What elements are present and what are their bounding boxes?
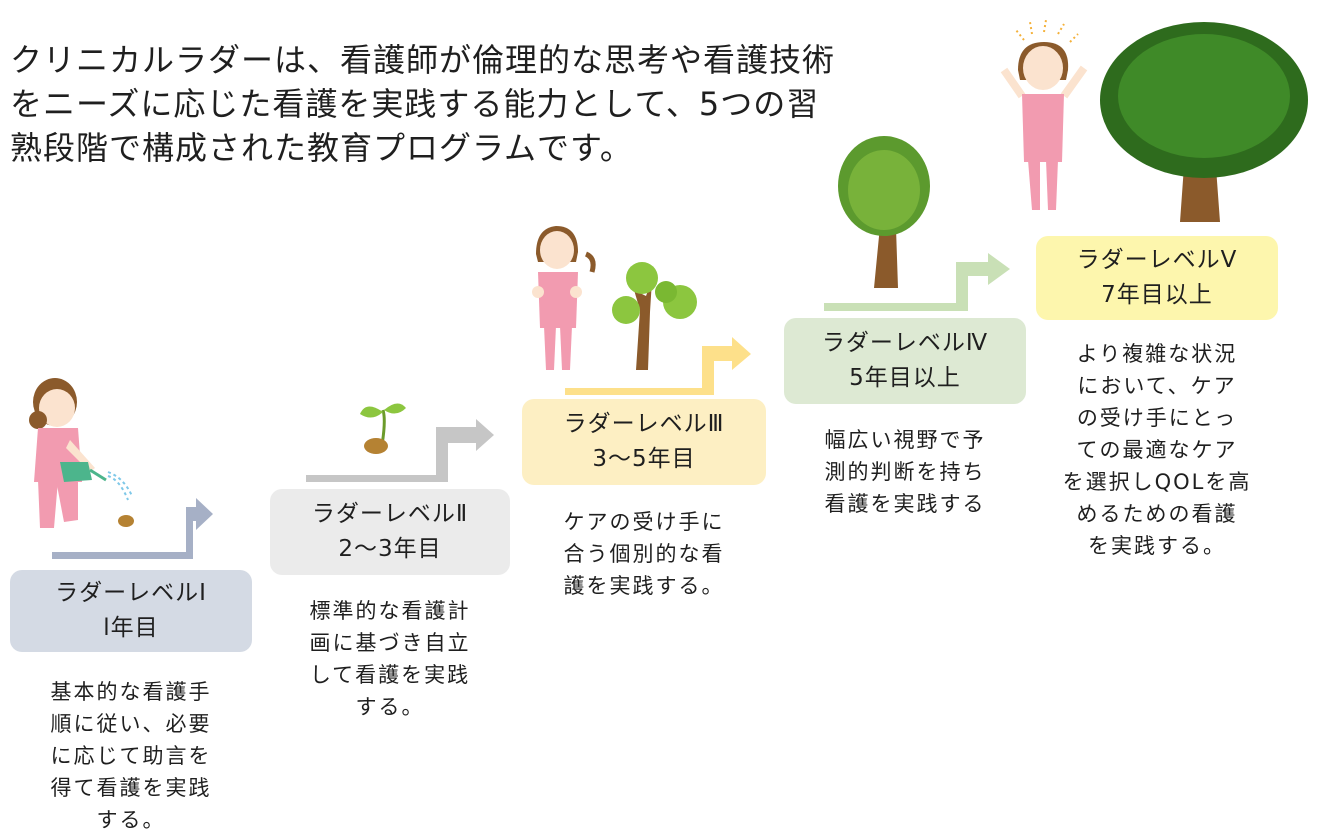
description-line: 幅広い視野で予 (824, 428, 986, 452)
description-line: 画に基づき自立 (309, 631, 471, 655)
step-arrow-1 (52, 498, 213, 559)
description-line: を選択しQOLを高 (1062, 470, 1252, 494)
level-3-title: ラダーレベルⅢ (563, 411, 725, 437)
level-2-years: 2～3年目 (338, 536, 442, 562)
description-line: 順に従い、必要 (50, 712, 212, 736)
description-line: 看護を実践する (824, 492, 986, 516)
level-3-description: ケアの受け手に 合う個別的な看 護を実践する。 (522, 506, 766, 602)
description-line: する。 (96, 808, 166, 832)
level-4-title: ラダーレベルⅣ (821, 330, 989, 356)
description-line: して看護を実践 (309, 663, 471, 687)
level-4-years: 5年目以上 (849, 365, 961, 391)
level-4-description: 幅広い視野で予 測的判断を持ち 看護を実践する (784, 424, 1026, 520)
nurse-watering-icon (29, 378, 134, 528)
description-line: 測的判断を持ち (824, 460, 986, 484)
step-arrow-3 (565, 337, 751, 395)
level-2-description: 標準的な看護計 画に基づき自立 して看護を実践 する。 (270, 595, 510, 723)
description-line: 標準的な看護計 (309, 599, 471, 623)
level-5-box: ラダーレベルⅤ 7年目以上 (1036, 236, 1278, 320)
nurse-standing-icon (532, 226, 596, 370)
description-line: する。 (355, 695, 425, 719)
level-1-box: ラダーレベルⅠ l年目 (10, 570, 252, 652)
description-line: において、ケア (1077, 374, 1237, 398)
description-line: 合う個別的な看 (563, 542, 725, 566)
level-1-description: 基本的な看護手 順に従い、必要 に応じて助言を 得て看護を実践 する。 (10, 676, 252, 836)
description-line: に応じて助言を (50, 744, 212, 768)
description-line: めるための看護 (1076, 502, 1238, 526)
level-5-description: より複雑な状況 において、ケア の受け手にとっ ての最適なケア を選択しQOLを… (1036, 338, 1278, 562)
level-3-years: 3～5年目 (592, 446, 696, 472)
tree-icon (838, 136, 930, 288)
description-line: ての最適なケア (1076, 438, 1238, 462)
level-5-years: 7年目以上 (1101, 282, 1213, 308)
level-2-title: ラダーレベルⅡ (311, 501, 469, 527)
description-line: 護を実践する。 (563, 574, 725, 598)
description-line: 得て看護を実践 (50, 776, 212, 800)
level-3-box: ラダーレベルⅢ 3～5年目 (522, 399, 766, 485)
level-4-box: ラダーレベルⅣ 5年目以上 (784, 318, 1026, 404)
level-1-years: l年目 (103, 615, 159, 641)
intro-text: クリニカルラダーは、看護師が倫理的な思考や看護技術をニーズに応じた看護を実践する… (10, 41, 836, 167)
description-line: ケアの受け手に (563, 510, 725, 534)
level-1-title: ラダーレベルⅠ (55, 580, 207, 606)
nurse-cheering-icon (1000, 19, 1088, 210)
level-2-box: ラダーレベルⅡ 2～3年目 (270, 489, 510, 575)
description-line: 基本的な看護手 (50, 680, 212, 704)
step-arrow-4 (824, 253, 1010, 311)
description-line: を実践する。 (1088, 534, 1226, 558)
sprout-icon (360, 403, 406, 454)
description-line: の受け手にとっ (1076, 406, 1238, 430)
big-tree-icon (1100, 22, 1308, 222)
step-arrow-2 (306, 419, 494, 482)
level-5-title: ラダーレベルⅤ (1076, 247, 1238, 273)
young-tree-icon (612, 262, 697, 370)
description-line: より複雑な状況 (1076, 342, 1238, 366)
